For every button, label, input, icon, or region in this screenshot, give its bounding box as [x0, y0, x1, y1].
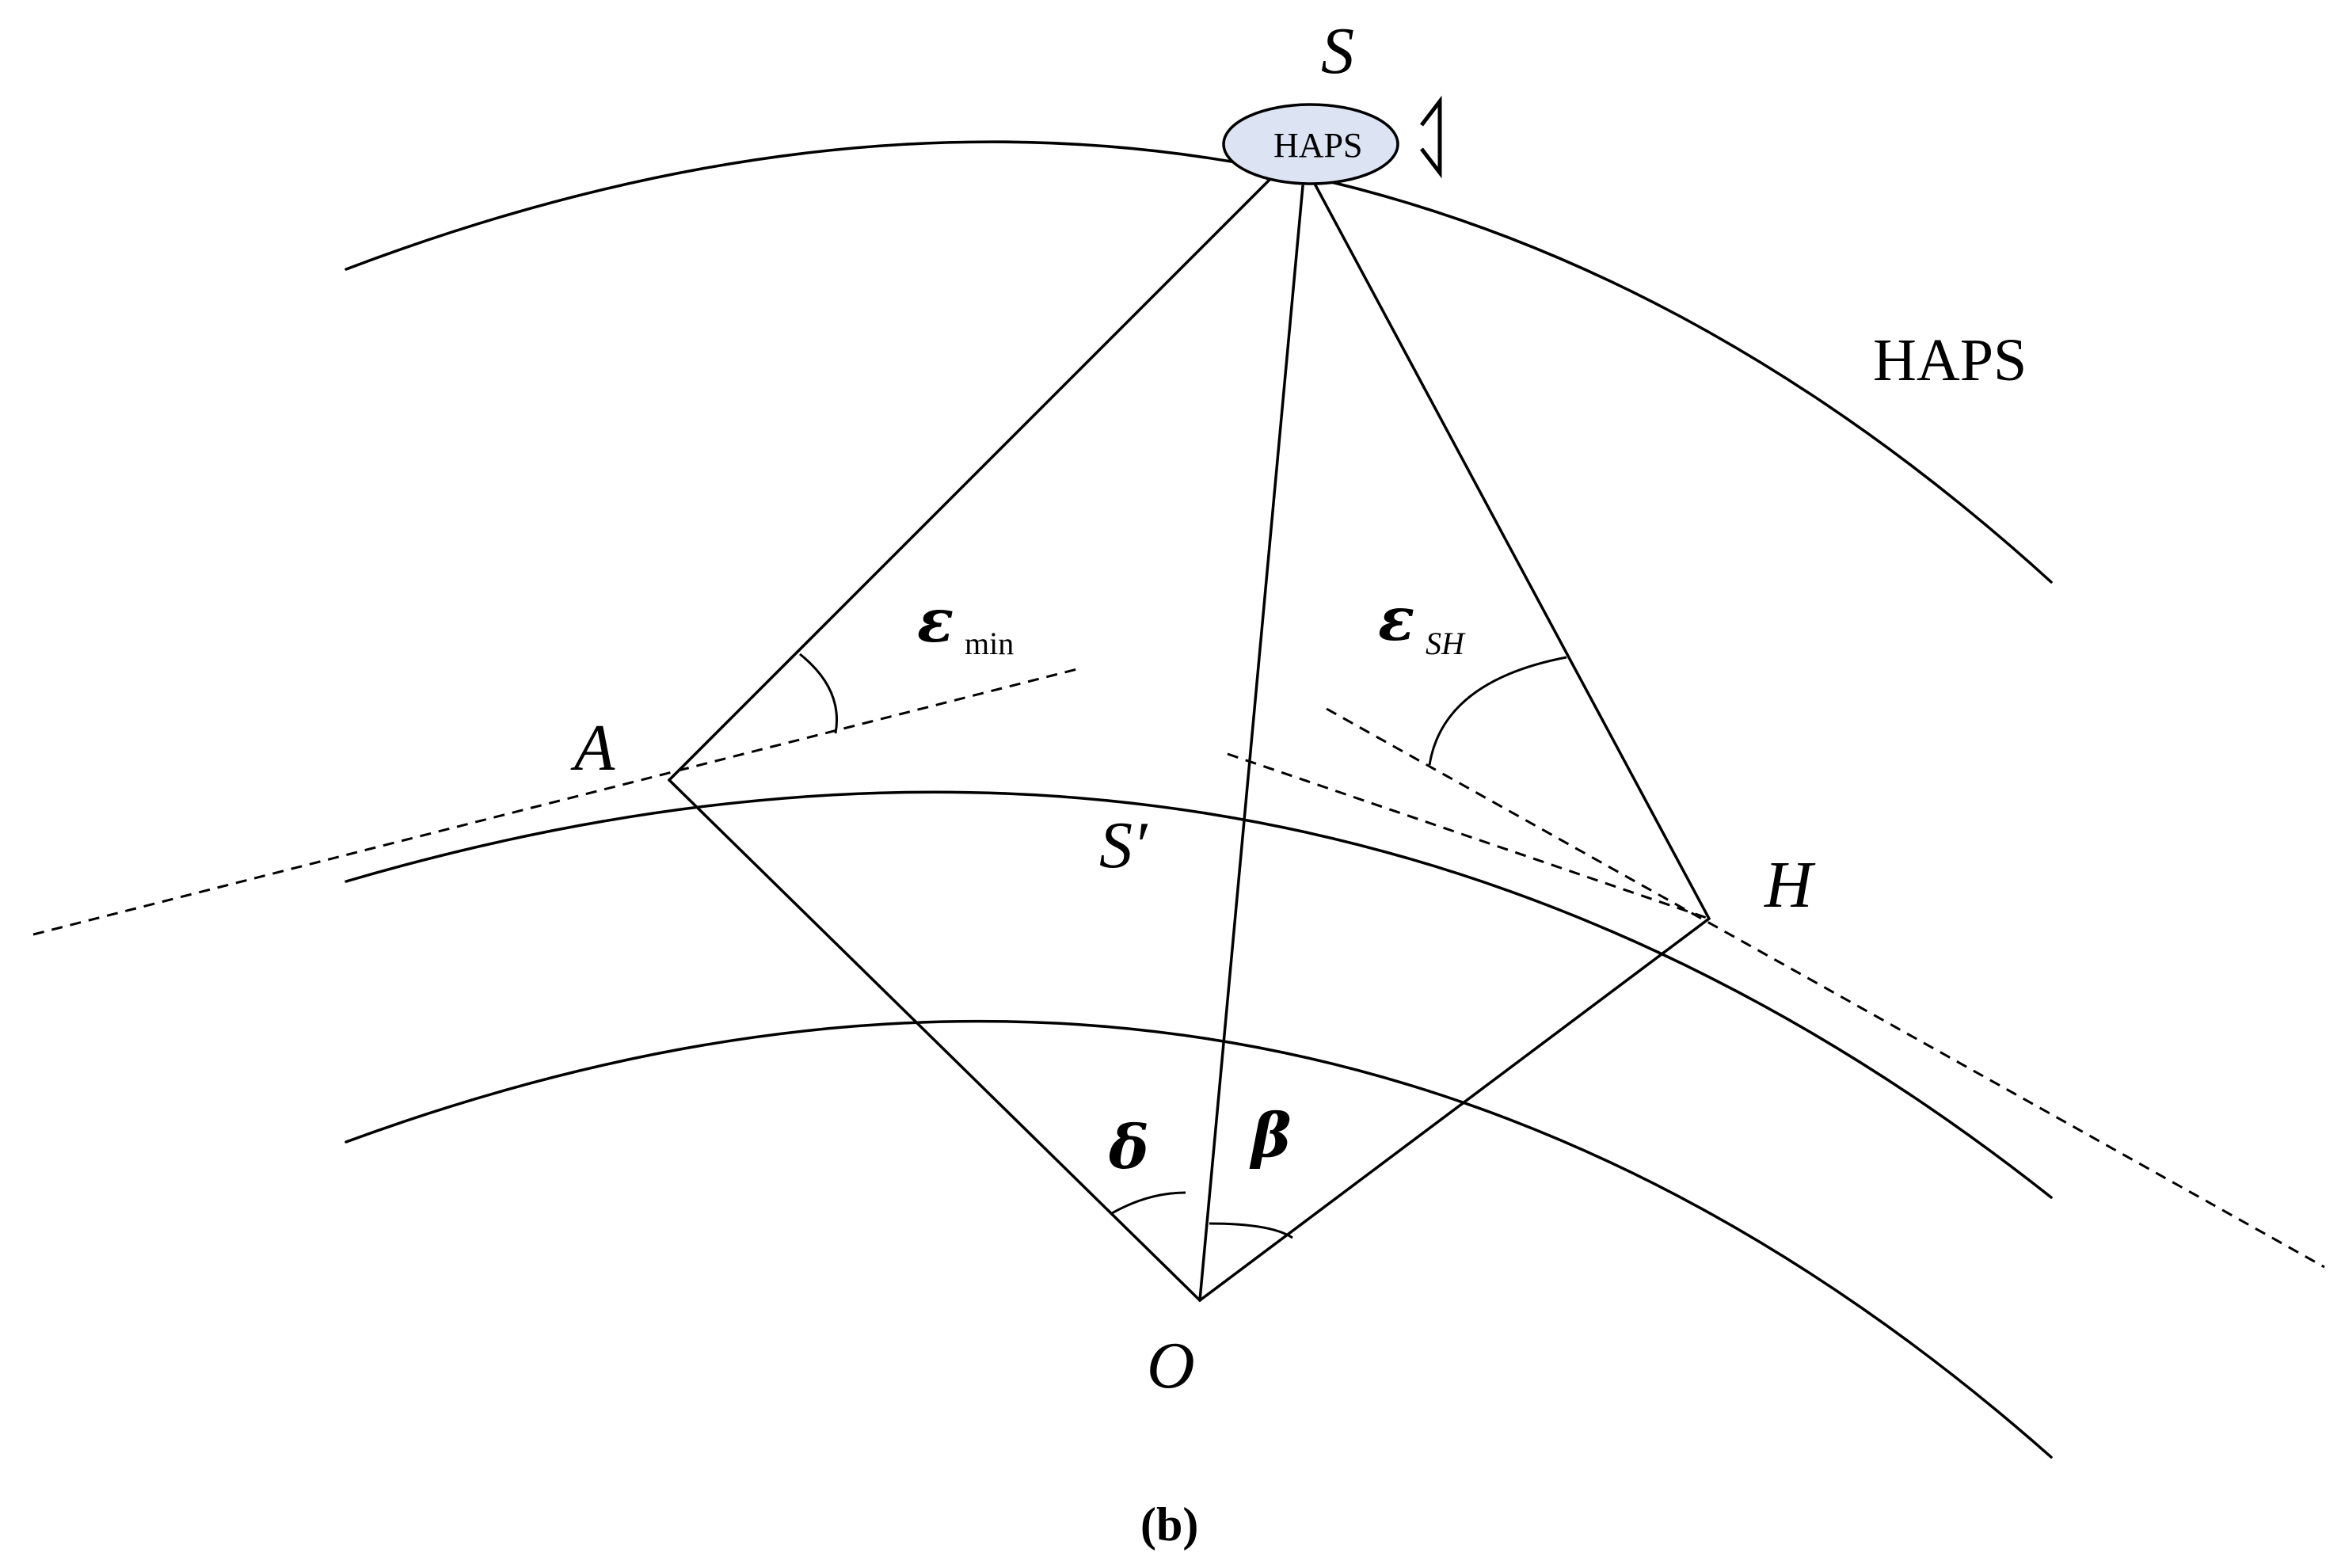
haps-node: HAPS [1222, 103, 1399, 185]
line-S-A [668, 177, 1273, 782]
haps-orbit-arc [345, 140, 2053, 584]
label-S: S [1321, 14, 1354, 88]
label-H: H [1764, 848, 1816, 922]
line-Sprime-H [1227, 752, 1710, 920]
figure-caption: (b) [1140, 1498, 1198, 1551]
label-beta: β [1249, 1100, 1291, 1170]
haps-node-label: HAPS [1273, 126, 1363, 165]
label-eps-sh-subscript: SH [1426, 626, 1466, 661]
inner-earth-arc [345, 1019, 2053, 1459]
angle-arc-eps-min [799, 653, 839, 734]
label-O: O [1147, 1329, 1195, 1402]
antenna-triangle-icon [1420, 95, 1442, 179]
line-A-O [668, 778, 1201, 1302]
earth-surface-arc [345, 790, 2053, 1199]
label-haps-orbit: HAPS [1873, 327, 2027, 394]
label-delta: δ [1108, 1112, 1149, 1182]
line-S-O [1198, 185, 1304, 1302]
line-O-H [1198, 917, 1711, 1302]
angle-arc-beta [1209, 1222, 1293, 1239]
angle-arc-delta [1111, 1191, 1186, 1215]
label-eps-min: ε [917, 585, 954, 656]
angle-arc-eps-sh [1428, 656, 1567, 766]
label-eps-min-subscript: min [965, 626, 1014, 661]
label-A: A [570, 711, 615, 785]
line-S-H [1313, 182, 1711, 920]
tangent-line-at-H [1326, 707, 2325, 1269]
tangent-line-at-A [32, 668, 1078, 936]
label-eps-sh: ε [1378, 584, 1414, 654]
label-S-prime: S′ [1099, 809, 1148, 882]
